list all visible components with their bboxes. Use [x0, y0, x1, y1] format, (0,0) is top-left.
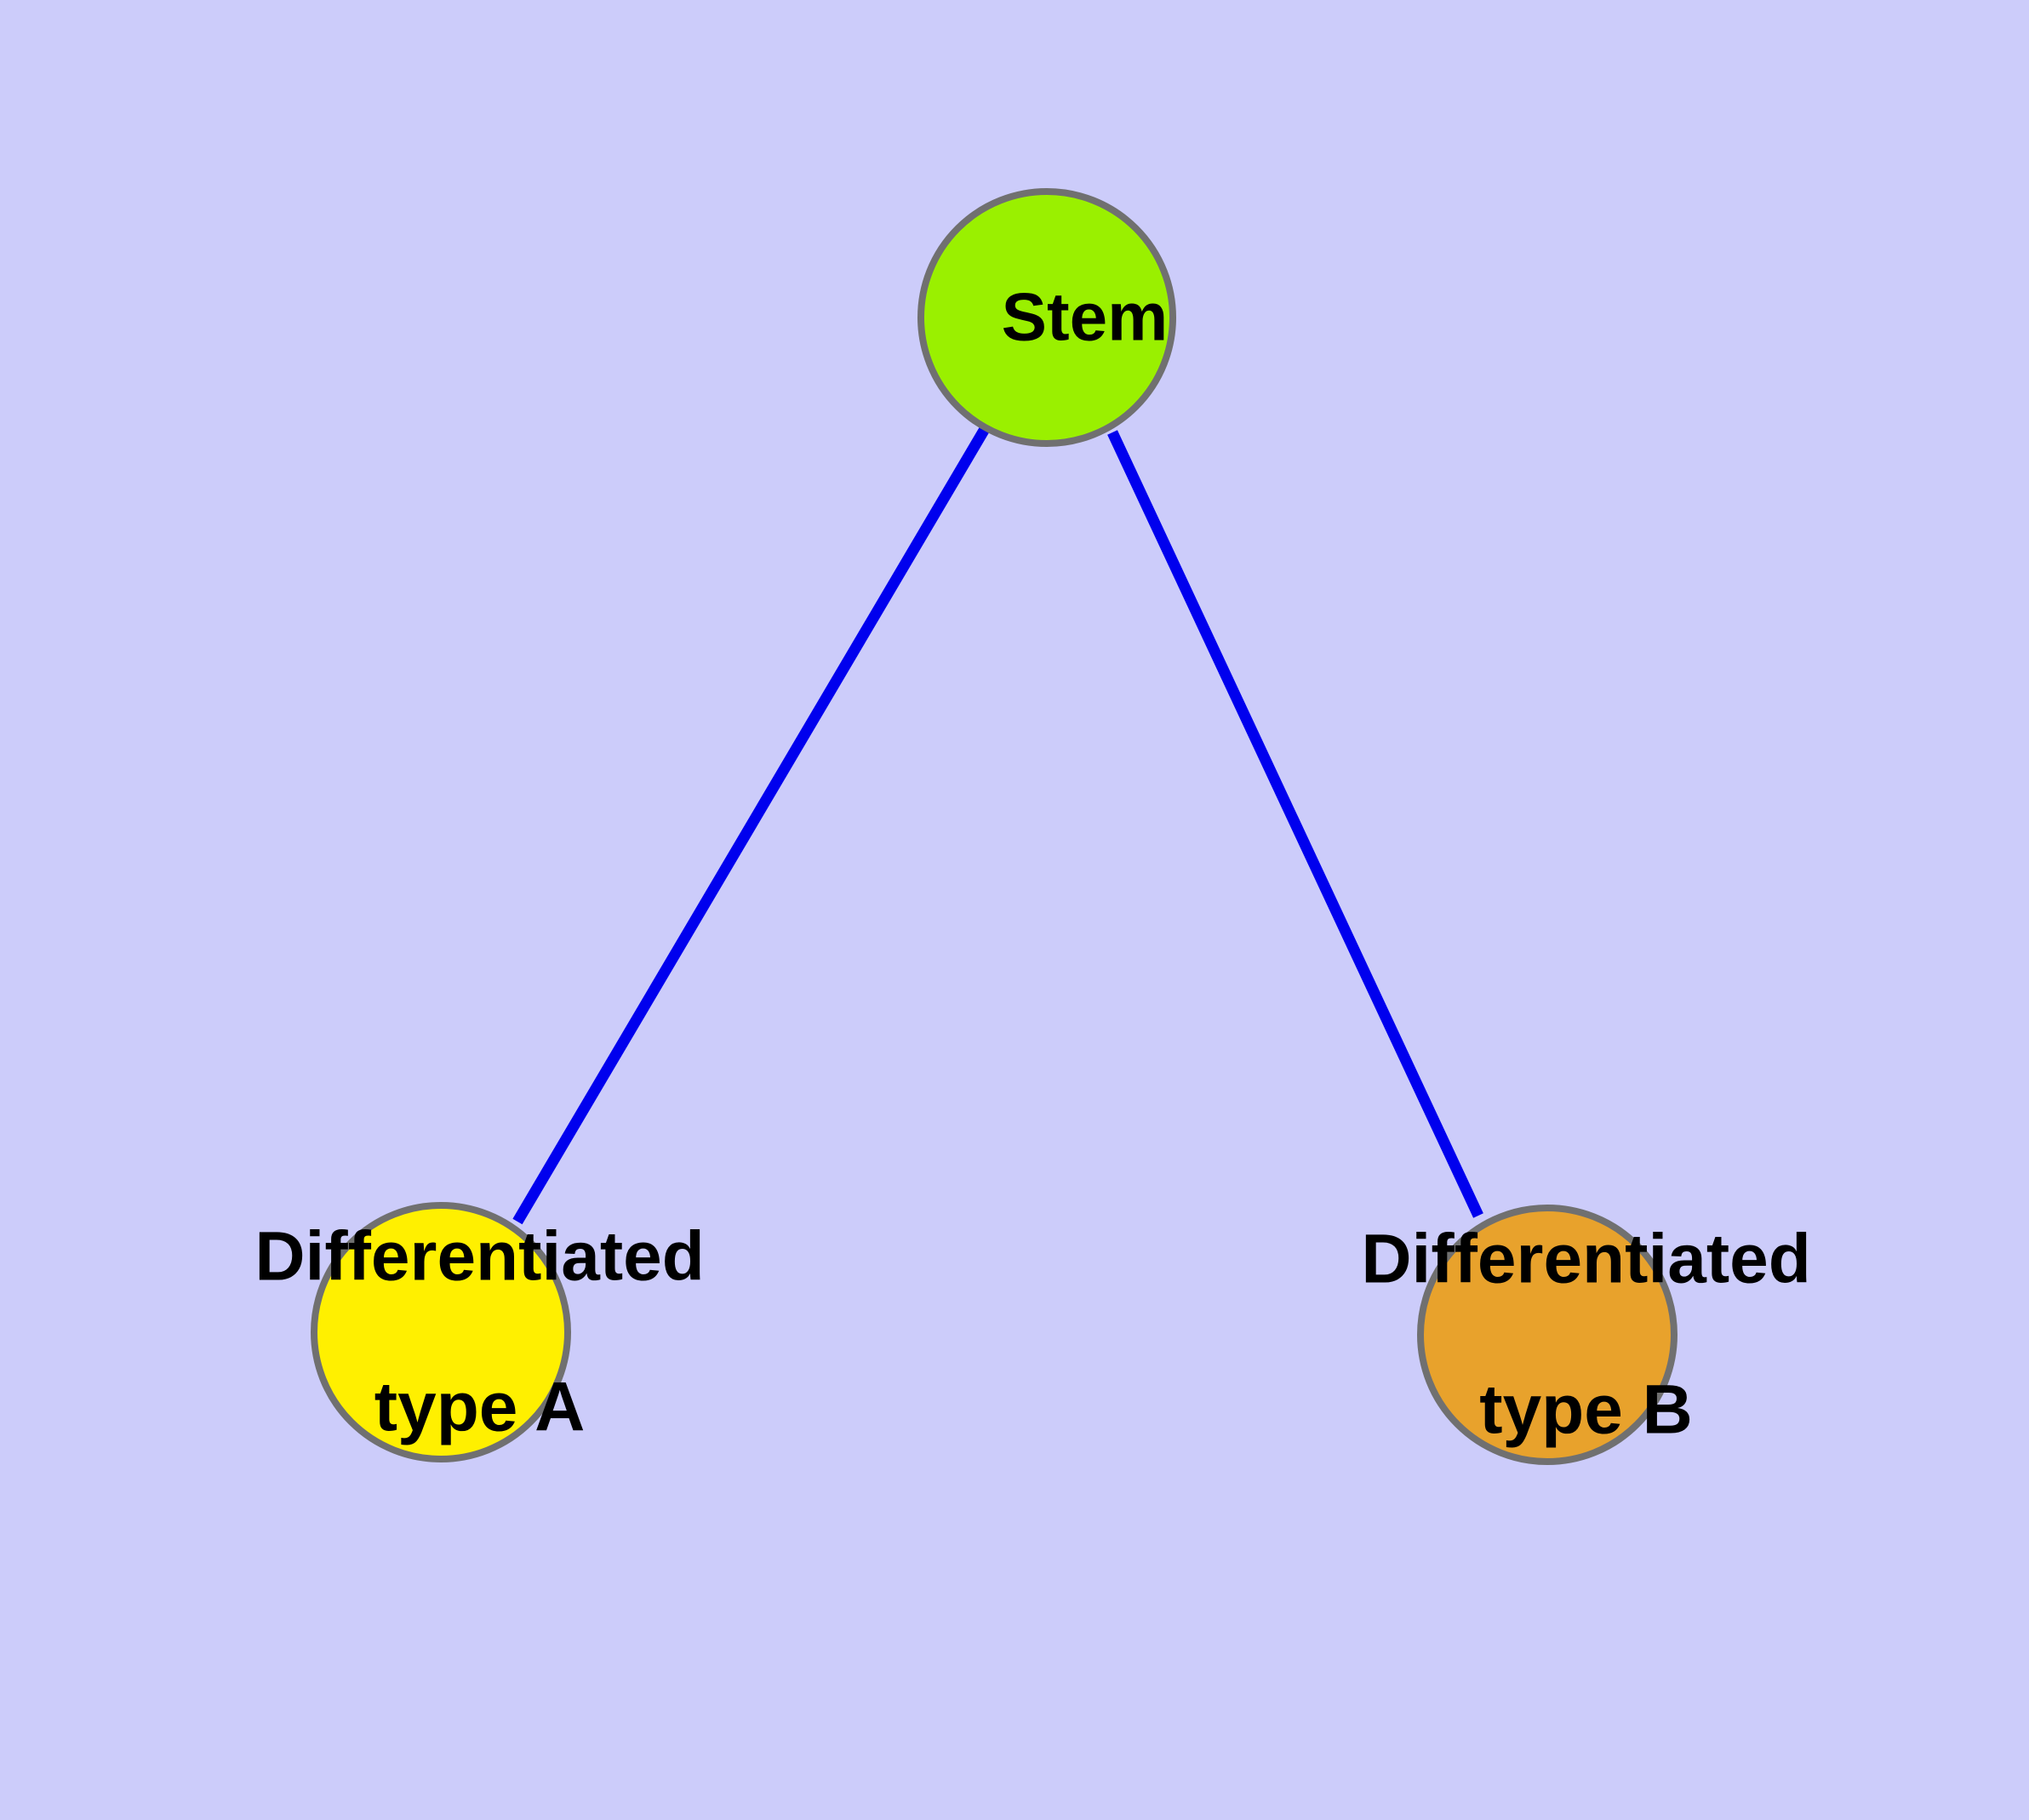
edge-layer — [512, 426, 1483, 1225]
node-stem[interactable] — [917, 188, 1176, 447]
node-diff-b[interactable] — [1417, 1205, 1677, 1465]
edge-stem-to-diff-a[interactable] — [512, 426, 990, 1225]
node-layer — [311, 188, 1677, 1465]
edge-stem-to-diff-b[interactable] — [1107, 430, 1483, 1218]
node-diff-a[interactable] — [311, 1202, 571, 1462]
